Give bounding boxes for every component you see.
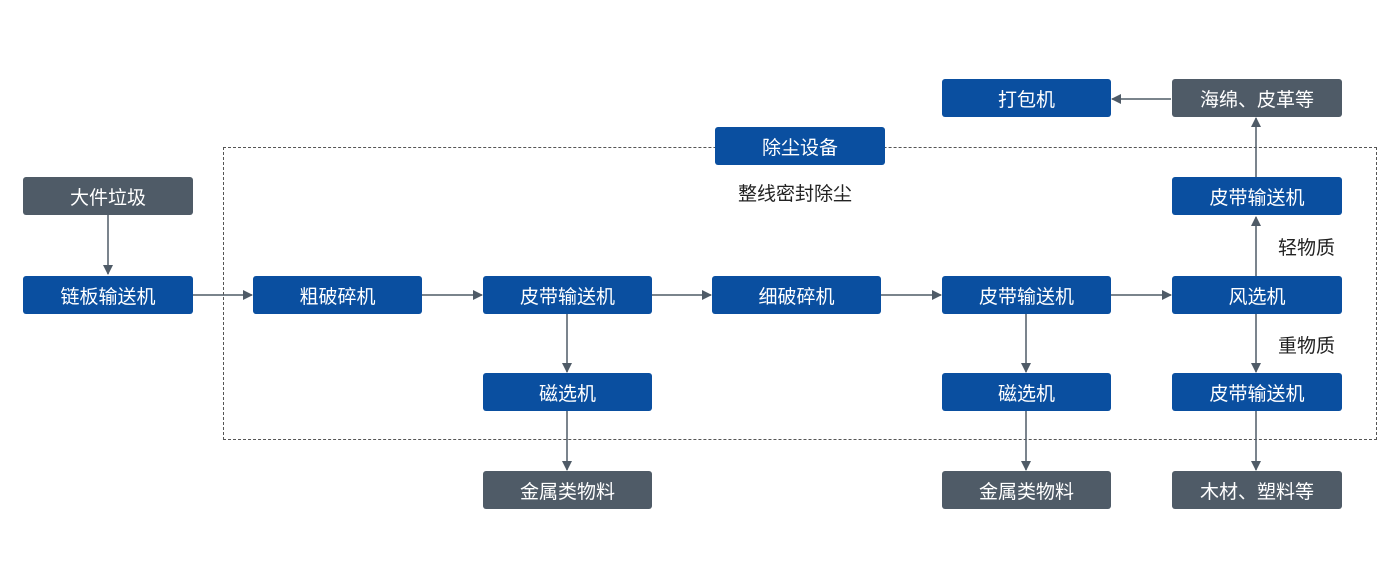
magnetic-separator-node-2: 磁选机 (942, 373, 1111, 411)
wind-separator-node: 风选机 (1172, 276, 1342, 314)
coarse-crusher-node: 粗破碎机 (253, 276, 422, 314)
wood-plastic-node: 木材、塑料等 (1172, 471, 1342, 509)
belt-conveyor-node-1: 皮带输送机 (483, 276, 652, 314)
large-waste-node: 大件垃圾 (23, 177, 193, 215)
fine-crusher-node: 细破碎机 (712, 276, 881, 314)
light-material-label: 轻物质 (1278, 237, 1336, 259)
chain-conveyor-node: 链板输送机 (23, 276, 193, 314)
baler-node: 打包机 (942, 79, 1111, 117)
heavy-material-label: 重物质 (1278, 335, 1336, 357)
magnetic-separator-node-1: 磁选机 (483, 373, 652, 411)
dust-removal-node: 除尘设备 (715, 127, 885, 165)
belt-conveyor-node-2: 皮带输送机 (942, 276, 1111, 314)
sealed-dust-removal-label: 整线密封除尘 (738, 183, 853, 205)
belt-conveyor-heavy-node: 皮带输送机 (1172, 373, 1342, 411)
metal-material-node-1: 金属类物料 (483, 471, 652, 509)
metal-material-node-2: 金属类物料 (942, 471, 1111, 509)
belt-conveyor-light-node: 皮带输送机 (1172, 177, 1342, 215)
sponge-leather-node: 海绵、皮革等 (1172, 79, 1342, 117)
